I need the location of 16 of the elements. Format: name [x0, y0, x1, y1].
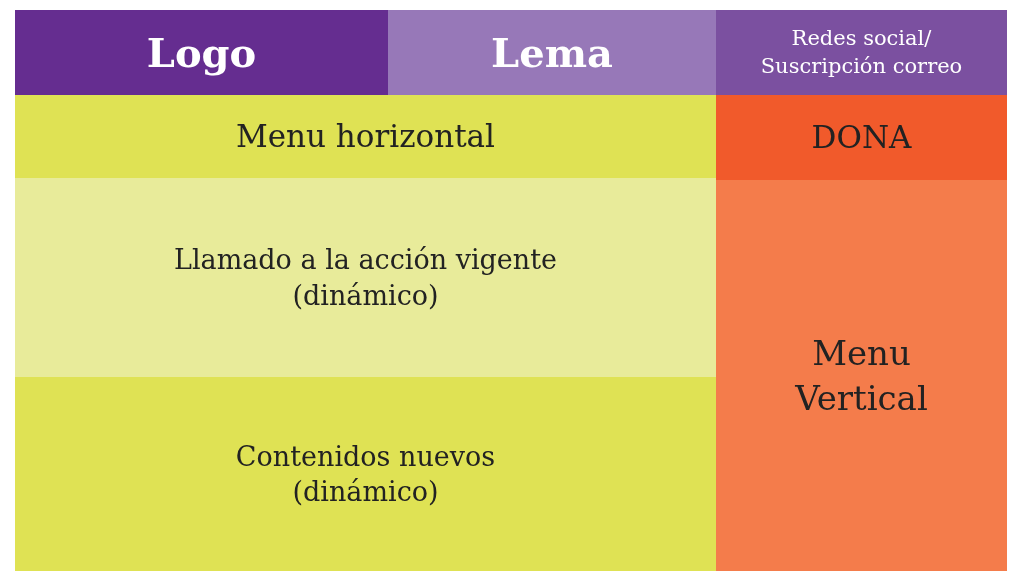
area-label: Redes social/ Suscripción correo: [759, 25, 964, 80]
area-label: Logo: [146, 27, 257, 78]
social-area: [716, 10, 1007, 95]
donate-area: [716, 95, 1007, 180]
area-label: Menu horizontal: [235, 117, 496, 157]
horizontal-menu-area: [15, 95, 716, 178]
area-label: DONA: [811, 118, 912, 158]
area-label: Contenidos nuevos (dinámico): [234, 439, 497, 509]
vertical-menu-area: [716, 180, 1007, 571]
area-label: Menu Vertical: [794, 332, 929, 420]
header-left-block: [15, 10, 388, 95]
new-content-area: [15, 377, 716, 571]
area-label: Lema: [491, 27, 613, 78]
tagline-area: [388, 10, 716, 95]
area-label: Llamado a la acción vigente (dinámico): [172, 243, 559, 313]
call-to-action-area: [15, 178, 716, 377]
